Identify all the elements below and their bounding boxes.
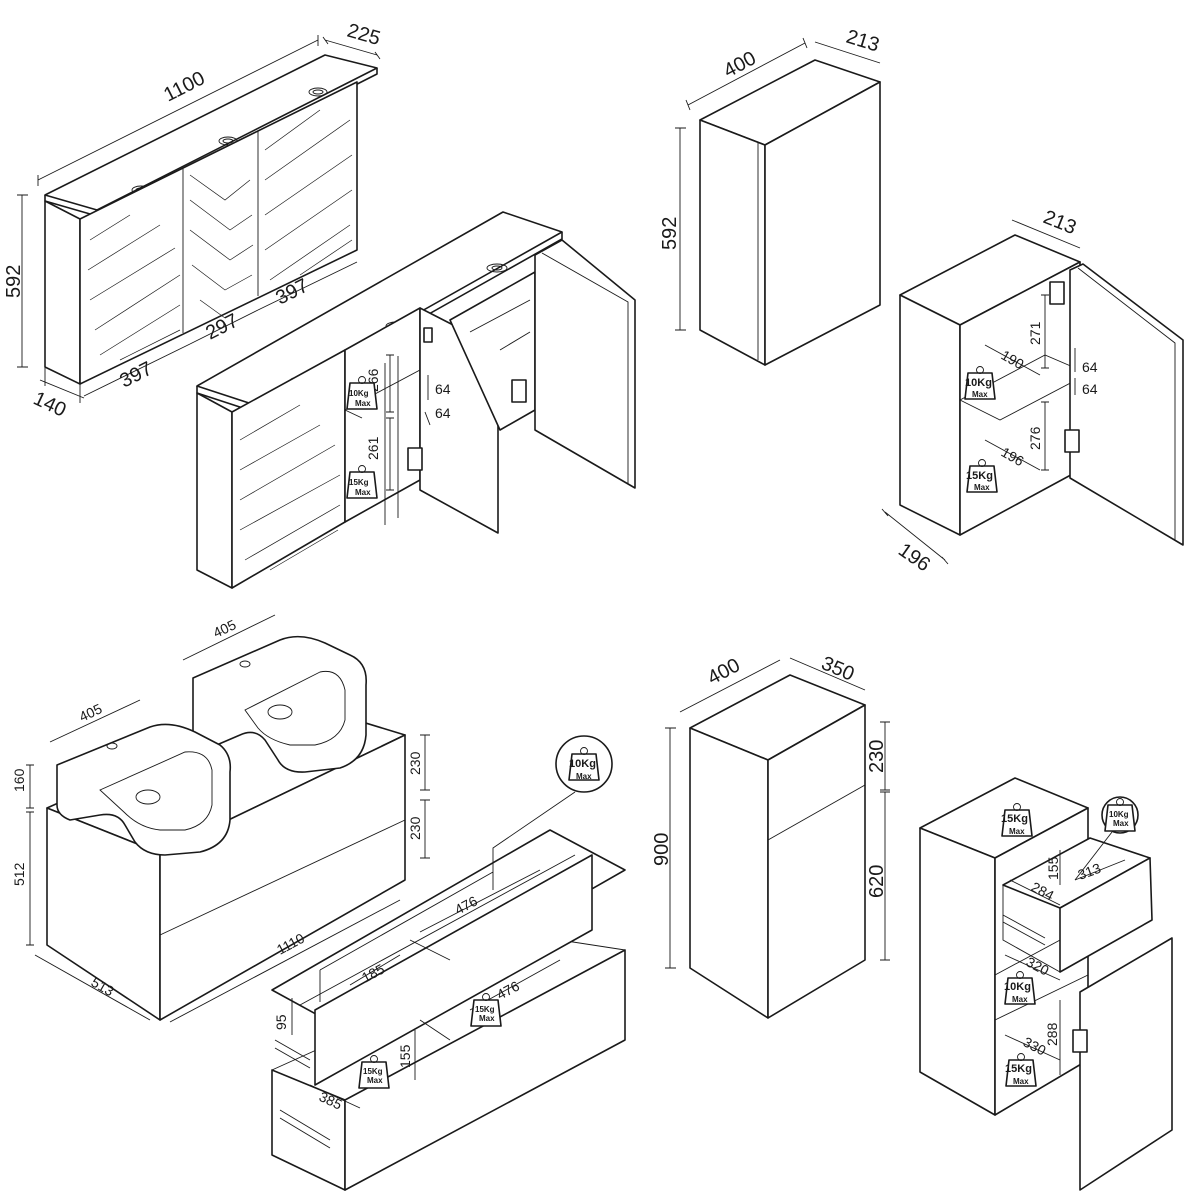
tall-unit-closed: 400 350 900 230 620 <box>651 652 890 1019</box>
svg-text:Max: Max <box>479 1014 495 1023</box>
svg-text:10Kg: 10Kg <box>1004 981 1031 993</box>
dim-body-depth: 140 <box>30 388 70 422</box>
svg-text:15Kg: 15Kg <box>1001 813 1028 825</box>
dim-top-depth: 225 <box>345 20 383 50</box>
svg-text:Max: Max <box>1013 1077 1029 1086</box>
svg-text:15Kg: 15Kg <box>475 1005 495 1014</box>
vanity-drawers-open: 10Kg Max 476 476 185 385 95 155 15Kg Max… <box>271 735 626 1191</box>
dim-wco-adjust-a: 64 <box>1082 359 1098 375</box>
dim-wco-adjust-b: 64 <box>1082 381 1098 397</box>
dim-basin-right: 405 <box>211 616 239 640</box>
dim-basin-h: 160 <box>11 768 27 792</box>
dim-tu-height: 900 <box>651 833 673 866</box>
weight-badge-15kg-low: 15Kg Max <box>1005 1052 1037 1087</box>
dim-tu-drawer-inner-h: 155 <box>1045 856 1061 880</box>
dim-wco-lower: 276 <box>1027 426 1043 450</box>
wall-cabinet-open: 213 196 190 196 271 276 64 64 10Kg Max 1… <box>881 206 1184 576</box>
dim-adjust-a: 64 <box>435 381 451 397</box>
svg-text:Max: Max <box>1012 995 1028 1004</box>
svg-text:Max: Max <box>355 399 371 408</box>
mirror-cabinet-open: 266 261 64 64 10Kg Max 15Kg Max <box>196 211 636 589</box>
svg-text:Max: Max <box>355 488 371 497</box>
svg-text:Max: Max <box>974 483 990 492</box>
vanity-unit: 405 405 160 512 513 1110 230 230 <box>11 614 430 1023</box>
svg-text:10Kg: 10Kg <box>965 377 992 389</box>
dim-adjust-b: 64 <box>435 405 451 421</box>
dim-drawer-top: 230 <box>407 751 423 775</box>
tall-unit-open: 10Kg Max 155 284 313 320 330 288 15Kg Ma… <box>919 777 1173 1191</box>
weight-badge-15kg-low: 15Kg Max <box>358 1054 390 1089</box>
dim-tu-width: 400 <box>704 654 744 689</box>
dim-upper-drawer-h: 95 <box>273 1014 289 1030</box>
weight-badge-callout: 10Kg <box>569 758 596 770</box>
dim-tu-drawer-inner-d: 313 <box>1076 860 1104 883</box>
dim-wco-upper: 271 <box>1027 321 1043 345</box>
weight-badge-15kg-top: 15Kg Max <box>1001 802 1033 837</box>
weight-badge-15kg: 15Kg Max <box>346 464 378 499</box>
dim-shelf-bottom: 261 <box>365 436 381 460</box>
svg-text:Max: Max <box>972 390 988 399</box>
svg-text:Max: Max <box>1009 827 1025 836</box>
dim-wc-width: 400 <box>720 47 760 82</box>
svg-text:Max: Max <box>367 1076 383 1085</box>
svg-text:Max: Max <box>576 772 592 781</box>
mirror-cabinet-closed: 1100 225 592 140 397 297 397 <box>3 20 383 422</box>
svg-text:10Kg: 10Kg <box>349 389 369 398</box>
dim-lower-drawer-h: 155 <box>397 1044 413 1068</box>
svg-text:Max: Max <box>1113 819 1129 828</box>
weight-badge-10kg-wc: 10Kg Max <box>964 365 996 400</box>
dim-basin-left: 405 <box>77 700 105 724</box>
dim-tu-drawer: 230 <box>866 740 888 773</box>
svg-text:15Kg: 15Kg <box>363 1067 383 1076</box>
svg-text:15Kg: 15Kg <box>966 470 993 482</box>
dim-drawer-bottom: 230 <box>407 816 423 840</box>
svg-text:15Kg: 15Kg <box>1005 1063 1032 1075</box>
weight-badge-10kg: 10Kg Max <box>346 375 378 410</box>
svg-text:15Kg: 15Kg <box>349 478 369 487</box>
dim-width: 1100 <box>160 67 208 106</box>
weight-badge-10kg-mid: 10Kg Max <box>1004 970 1036 1005</box>
dim-tu-depth: 350 <box>818 652 857 685</box>
svg-text:10Kg: 10Kg <box>1109 810 1129 819</box>
dim-body-h: 512 <box>11 862 27 886</box>
dim-tu-door: 620 <box>866 865 888 898</box>
dim-wc-depth: 213 <box>844 26 882 57</box>
dim-wc-height: 592 <box>659 217 681 250</box>
weight-badge-15kg-mid: 15Kg Max <box>470 992 502 1027</box>
wall-cabinet-closed: 400 213 592 <box>659 26 882 366</box>
weight-badge-15kg-wc: 15Kg Max <box>966 458 998 493</box>
dim-tu-lower-h: 288 <box>1044 1022 1060 1046</box>
dim-wco-base: 196 <box>894 539 934 576</box>
dim-height: 592 <box>3 265 25 298</box>
